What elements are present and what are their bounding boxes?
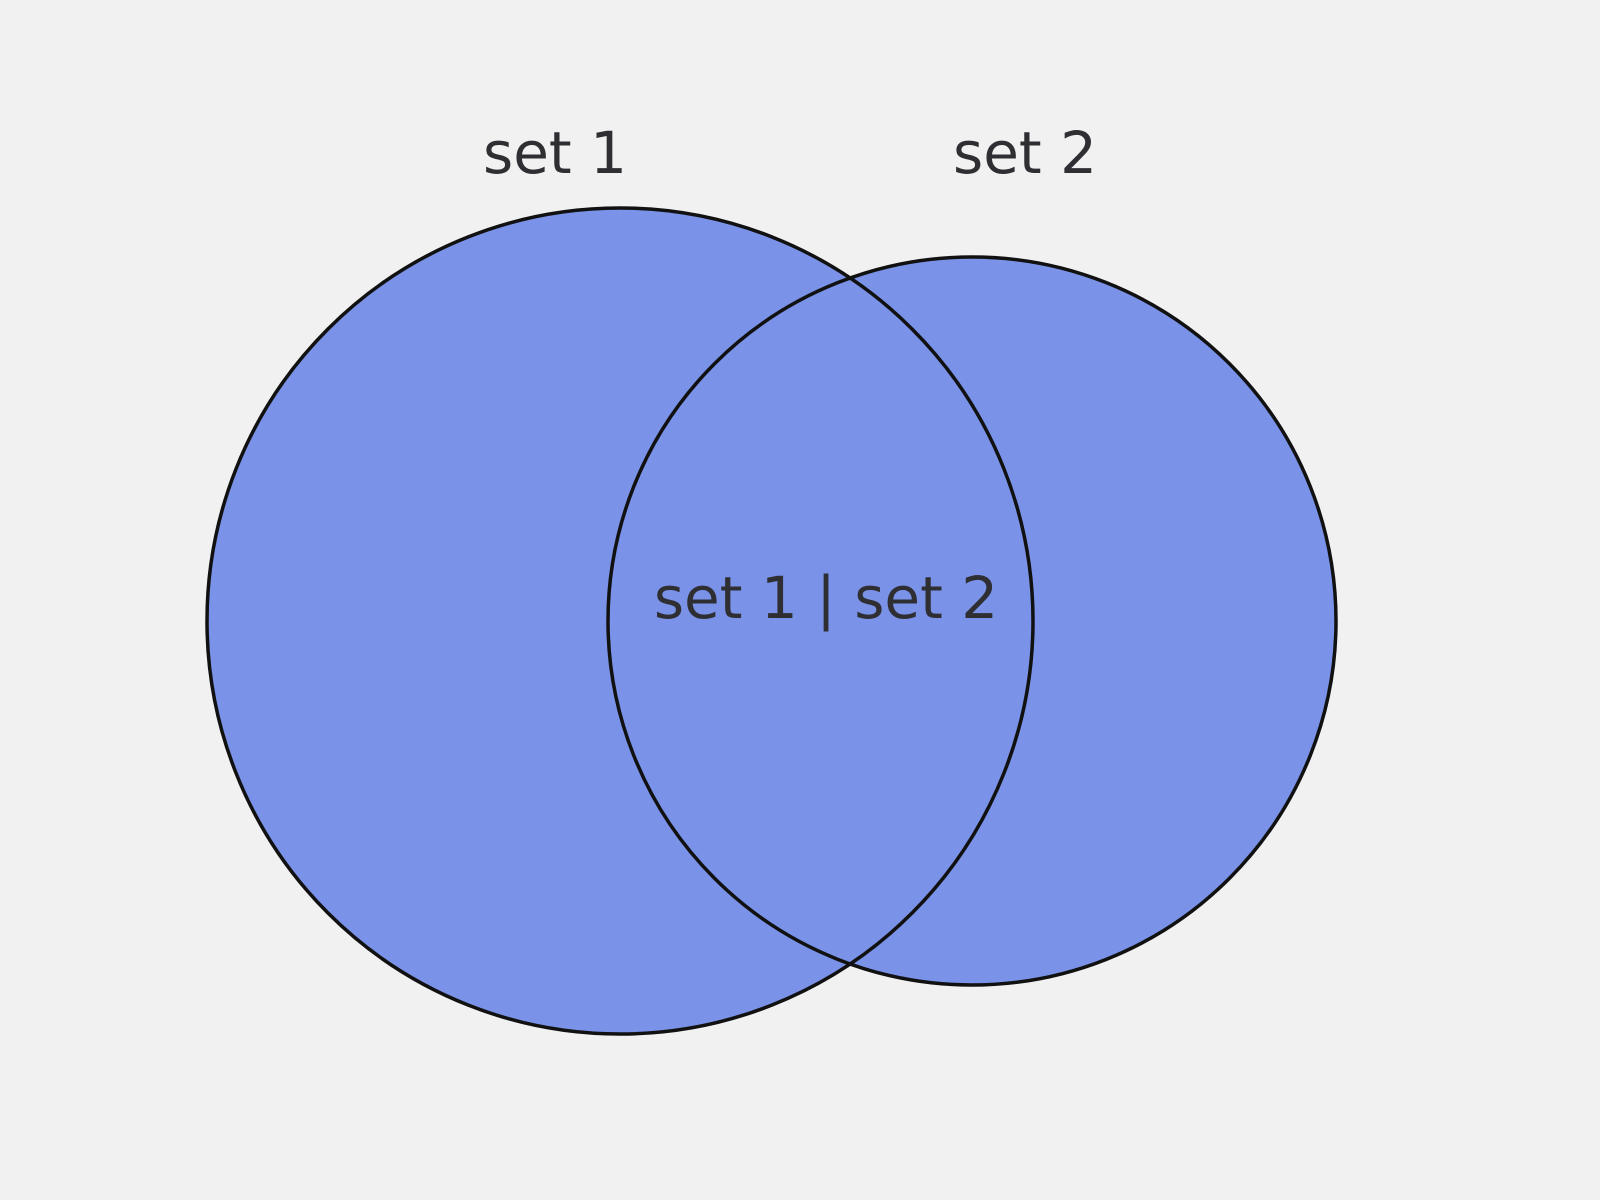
intersection-label: set 1 | set 2	[654, 564, 998, 632]
set-2-circle-outline	[606, 255, 1338, 987]
set-1-circle-outline	[205, 206, 1035, 1036]
venn-outlines	[205, 206, 1338, 1036]
set-2-circle-fill	[608, 257, 1336, 985]
set-2-label: set 2	[953, 119, 1097, 187]
venn-fills	[207, 208, 1336, 1034]
set-1-label: set 1	[483, 119, 627, 187]
